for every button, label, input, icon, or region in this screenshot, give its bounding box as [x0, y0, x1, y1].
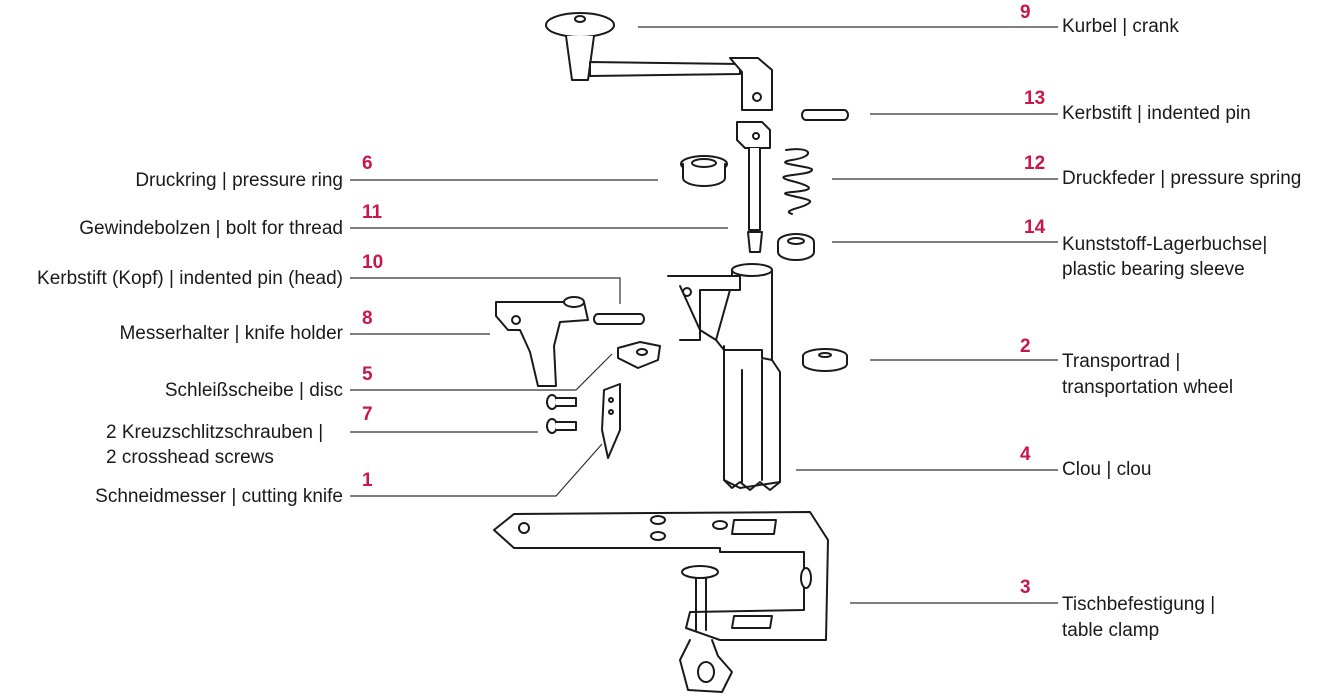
part-number-pressure-ring: 6 [362, 153, 373, 174]
leader-line-indented-pin-head [350, 277, 621, 304]
part-number-pressure-spring: 12 [1024, 153, 1046, 174]
leader-line-disc [350, 353, 613, 391]
table-clamp-part [493, 511, 829, 693]
indented-pin-head-part [593, 313, 645, 325]
part-label-cutting-knife: Schneidmesser | cutting knife [95, 486, 343, 507]
part-label-clou: Clou | clou [1062, 459, 1152, 480]
part-number-indented-pin: 13 [1024, 88, 1046, 109]
crank-part [545, 12, 773, 111]
part-number-bearing-sleeve: 14 [1024, 217, 1046, 238]
disc-part [617, 341, 661, 369]
part-label-crosshead-screws: 2 Kreuzschlitzschrauben | [106, 422, 324, 443]
part-label-bearing-sleeve: Kunststoff-Lagerbuchse| [1062, 234, 1268, 255]
indented-pin-part [801, 109, 849, 121]
part-number-transportation-wheel: 2 [1020, 336, 1031, 357]
pressure-spring-part [782, 148, 814, 215]
part-label-indented-pin: Kerbstift | indented pin [1062, 103, 1251, 124]
part-label-bolt-for-thread: Gewindebolzen | bolt for thread [79, 218, 343, 239]
part-number-table-clamp: 3 [1020, 577, 1031, 598]
part-label-transportation-wheel-line2: transportation wheel [1062, 377, 1234, 398]
part-number-clou: 4 [1020, 444, 1031, 465]
part-label-table-clamp: Tischbefestigung | [1062, 594, 1216, 615]
part-number-bolt-for-thread: 11 [362, 202, 383, 223]
part-label-disc: Schleißscheibe | disc [164, 380, 343, 401]
knife-holder-part [495, 296, 589, 387]
bearing-sleeve-part [777, 233, 815, 261]
part-number-indented-pin-head: 10 [362, 252, 384, 273]
part-label-pressure-ring: Druckring | pressure ring [135, 170, 343, 191]
crosshead-screws-part [546, 394, 577, 434]
main-body-part [667, 263, 781, 491]
part-label-bearing-sleeve-line2: plastic bearing sleeve [1062, 259, 1245, 280]
part-number-knife-holder: 8 [362, 308, 373, 329]
part-number-crank: 9 [1020, 2, 1031, 23]
part-number-cutting-knife: 1 [362, 470, 373, 491]
part-label-indented-pin-head: Kerbstift (Kopf) | indented pin (head) [37, 268, 343, 289]
cutting-knife-part [601, 383, 621, 459]
part-number-disc: 5 [362, 364, 373, 385]
part-label-transportation-wheel: Transportrad | [1062, 351, 1181, 372]
pressure-ring-part [680, 155, 728, 187]
part-label-pressure-spring: Druckfeder | pressure spring [1062, 168, 1302, 189]
part-label-crank: Kurbel | crank [1062, 16, 1179, 37]
part-label-knife-holder: Messerhalter | knife holder [119, 323, 343, 344]
leader-line-cutting-knife [350, 443, 603, 497]
part-number-crosshead-screws: 7 [362, 404, 373, 425]
part-label-crosshead-screws-line2: 2 crosshead screws [106, 447, 274, 468]
leader-lines [350, 26, 1058, 604]
transportation-wheel-part [802, 348, 848, 372]
part-label-table-clamp-line2: table clamp [1062, 620, 1160, 641]
bolt-for-thread-part [736, 121, 771, 253]
